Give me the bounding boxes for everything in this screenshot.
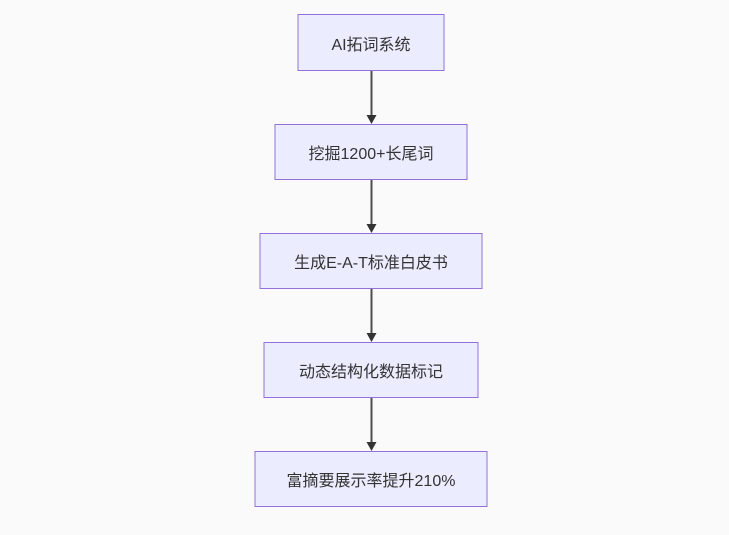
arrow-down-icon xyxy=(366,115,376,124)
flow-arrow-1-2 xyxy=(366,71,376,124)
arrow-line xyxy=(370,180,372,224)
arrow-line xyxy=(370,71,372,115)
node-label: 挖掘1200+长尾词 xyxy=(308,146,434,163)
flowchart-node-step-1: AI拓词系统 xyxy=(297,14,445,71)
flowchart-node-step-2: 挖掘1200+长尾词 xyxy=(274,124,468,180)
node-label: 生成E-A-T标准白皮书 xyxy=(294,255,448,272)
flowchart-node-step-5: 富摘要展示率提升210% xyxy=(254,451,488,507)
arrow-line xyxy=(370,398,372,442)
arrow-line xyxy=(370,289,372,333)
flow-arrow-3-4 xyxy=(366,289,376,342)
flowchart-node-step-3: 生成E-A-T标准白皮书 xyxy=(259,233,483,289)
node-label: 动态结构化数据标记 xyxy=(298,364,443,381)
arrow-down-icon xyxy=(366,224,376,233)
node-label: 富摘要展示率提升210% xyxy=(286,473,456,490)
flow-arrow-4-5 xyxy=(366,398,376,451)
flowchart-canvas: AI拓词系统 挖掘1200+长尾词 生成E-A-T标准白皮书 动态结构化数据标记… xyxy=(254,14,488,507)
arrow-down-icon xyxy=(366,333,376,342)
flow-arrow-2-3 xyxy=(366,180,376,233)
arrow-down-icon xyxy=(366,442,376,451)
flowchart-node-step-4: 动态结构化数据标记 xyxy=(263,342,479,398)
node-label: AI拓词系统 xyxy=(331,36,411,54)
